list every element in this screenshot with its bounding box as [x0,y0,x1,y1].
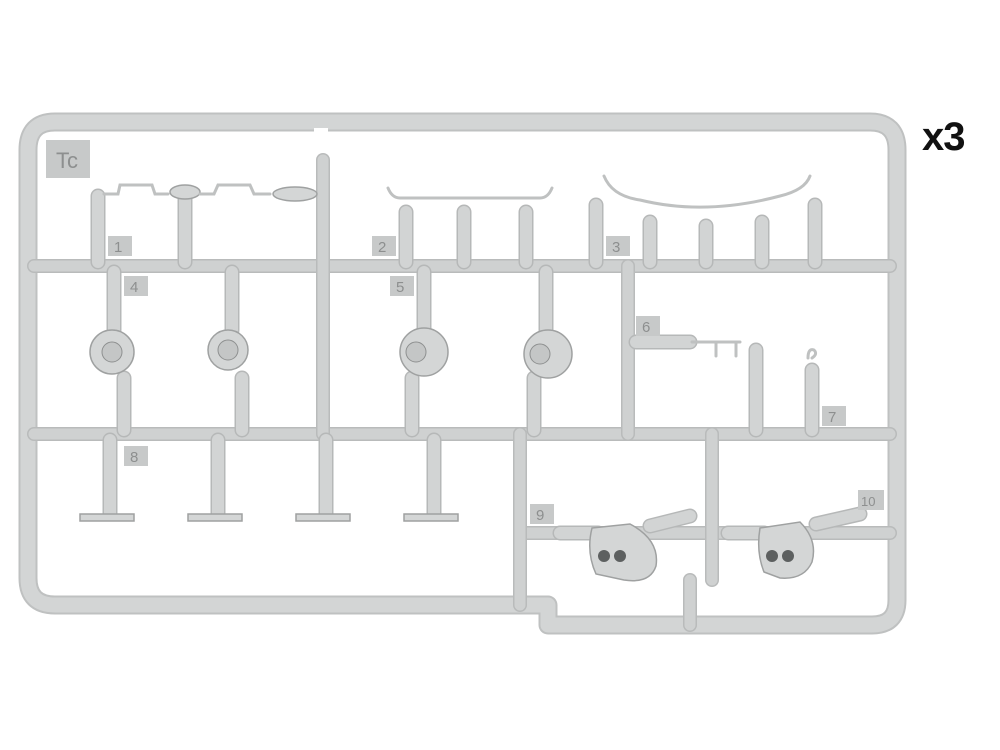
part-8: 8 [79,432,459,522]
part-number-3: 3 [612,239,620,256]
sprue-letter: Tc [56,148,78,173]
part-3: 3 [588,174,823,270]
part-number-7: 7 [828,409,836,426]
gate-notch [314,128,328,136]
part-9: 9 [530,504,698,582]
part-4: 4 [89,264,250,438]
part-number-8: 8 [130,449,138,466]
part-10: 10 [720,490,884,579]
sprue-outer-frame [18,112,907,635]
sprue-letter-tag: Tc [46,140,90,178]
part-number-9: 9 [536,507,544,524]
part-number-2: 2 [378,239,386,256]
part-5: 5 [390,264,573,438]
quantity-label: x3 [922,115,966,159]
part-number-5: 5 [396,279,404,296]
part-6: 6 [628,316,764,438]
part-number-6: 6 [642,319,650,336]
part-7: 7 [804,348,846,438]
part-number-1: 1 [114,239,122,256]
part-1: 1 [90,183,318,270]
part-number-4: 4 [130,279,138,296]
part-2: 2 [372,186,554,270]
part-number-10: 10 [861,494,875,509]
